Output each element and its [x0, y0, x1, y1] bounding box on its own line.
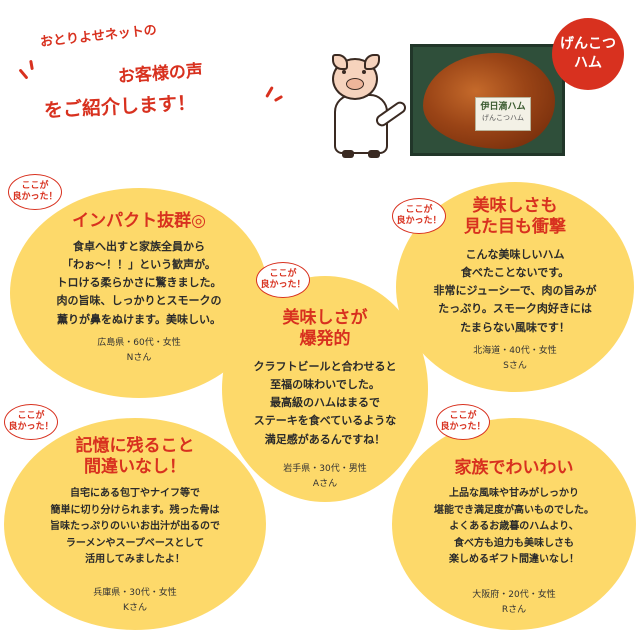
reviewer-name: Kさん: [123, 603, 147, 614]
review-title-line: 見た目も衝撃: [464, 217, 566, 238]
mascot-eye: [342, 70, 346, 74]
review-title: インパクト抜群◎: [72, 211, 206, 231]
review-line: 上品な風味や甘みがしっかり: [449, 488, 579, 499]
review-line: 「わぉ～！！」という歓声が。: [62, 258, 216, 272]
review-bubble: [4, 418, 266, 630]
review-title: 記憶に残ること 間違いなし！: [4, 436, 266, 479]
review-title: 家族でわいわい: [454, 458, 574, 478]
reviewer-info: 岩手県・30代・男性 Aさん: [222, 462, 428, 493]
reviewer-name: Sさん: [503, 361, 527, 372]
good-point-tag: ここが 良かった！: [256, 262, 310, 298]
review-line: 食べ方も迫力も美味しさも: [454, 537, 574, 549]
review-body: 上品な風味や甘みがしっかり 堪能でき満足度が高いものでした。 よくあるお歳暮のハ…: [392, 486, 636, 569]
product-label: 伊日滴ハム げんこつハム: [475, 97, 531, 131]
review-line: 旨味たっぷりのいいお出汁が出るので: [50, 521, 220, 532]
reviewer-info: 北海道・40代・女性 Sさん: [396, 344, 634, 375]
reviewer-info: 広島県・60代・女性 Nさん: [10, 336, 268, 367]
review-line: クラフトビールと合わせると: [253, 360, 397, 373]
review-body: クラフトビールと合わせると 至福の味わいでした。 最高級のハムはまるで ステーキ…: [222, 358, 428, 449]
reviewer-info: 大阪府・20代・女性 Rさん: [392, 588, 636, 619]
product-badge-line-2: ハム: [574, 55, 602, 71]
review-title-line: 美味しさも: [472, 196, 558, 216]
tag-line-1: ここが: [405, 205, 433, 216]
sparkle-icon: [18, 68, 29, 80]
review-body: 自宅にある包丁やナイフ等で 簡単に切り分けられます。残った骨は 旨味たっぷりのい…: [4, 486, 266, 569]
review-line: 自宅にある包丁やナイフ等で: [70, 488, 200, 499]
reviewer-profile: 兵庫県・30代・女性: [93, 588, 177, 598]
review-title: 美味しさが 爆発的: [222, 308, 428, 351]
review-line: こんな美味しいハム: [465, 248, 565, 261]
tag-line-1: ここが: [449, 411, 477, 422]
review-title-line: 記憶に残ること: [75, 436, 195, 456]
mascot-ear: [364, 54, 380, 70]
reviewer-profile: 岩手県・30代・男性: [283, 464, 367, 474]
review-line: たっぷり。スモーク肉好きには: [438, 302, 592, 316]
tag-line-1: ここが: [21, 181, 49, 192]
header-line-3: をご紹介します！: [43, 92, 197, 122]
product-badge-line-1: げんこつ: [560, 36, 616, 53]
review-body: こんな美味しいハム 食べたことないです。 非常にジューシーで、肉の旨みが たっぷ…: [396, 246, 634, 337]
reviewer-name: Aさん: [312, 479, 338, 490]
review-title-line: 間違いなし！: [84, 457, 186, 478]
review-line: 非常にジューシーで、肉の旨みが: [433, 284, 597, 298]
sparkle-icon: [273, 94, 284, 103]
sparkle-icon: [265, 86, 274, 98]
review-line: 堪能でき満足度が高いものでした。: [434, 504, 594, 516]
review-line: たまらない風味です！: [460, 320, 570, 334]
mascot-leg: [368, 150, 380, 158]
product-label-name: 伊日滴ハム: [480, 102, 526, 112]
reviewer-profile: 大阪府・20代・女性: [472, 590, 556, 600]
review-line: 最高級のハムはまるで: [270, 396, 380, 410]
reviewer-name: Nさん: [126, 353, 152, 364]
tag-line-2: 良かった！: [8, 422, 54, 432]
tag-line-2: 良かった！: [260, 280, 306, 290]
pig-mascot: [322, 50, 409, 160]
review-line: トロける柔らかさに驚きました。: [56, 276, 222, 290]
good-point-tag: ここが 良かった！: [392, 198, 446, 234]
product-image: 伊日滴ハム げんこつハム: [410, 44, 565, 156]
review-line: 食卓へ出すと家族全員から: [73, 240, 205, 253]
reviewer-info: 兵庫県・30代・女性 Kさん: [4, 586, 266, 617]
tag-line-1: ここが: [17, 411, 45, 422]
good-point-tag: ここが 良かった！: [8, 174, 62, 210]
review-line: 満足感があるんですね！: [264, 432, 386, 446]
review-bubble: [392, 418, 636, 630]
reviewer-profile: 広島県・60代・女性: [97, 338, 181, 348]
good-point-tag: ここが 良かった！: [436, 404, 490, 440]
tag-line-2: 良かった！: [396, 216, 442, 226]
mascot-leg: [342, 150, 354, 158]
review-line: 楽しめるギフト間違いなし！: [449, 554, 579, 565]
review-line: 簡単に切り分けられます。残った骨は: [50, 504, 220, 516]
reviewer-profile: 北海道・40代・女性: [473, 346, 557, 356]
review-line: 食べたことないです。: [460, 266, 570, 280]
header-line-1: おとりよせネットの: [39, 22, 158, 51]
header: おとりよせネットの お客様の声 をご紹介します！: [0, 0, 330, 140]
review-line: 至福の味わいでした。: [270, 378, 380, 392]
product-badge: げんこつ ハム: [552, 18, 624, 90]
product-label-sub: げんこつハム: [482, 113, 524, 122]
review-line: よくあるお歳暮のハムより、: [449, 521, 579, 532]
mascot-snout: [346, 78, 364, 90]
tag-line-2: 良かった！: [440, 422, 486, 432]
review-bubble: [222, 276, 428, 502]
review-line: 薫りが鼻をぬけます。美味しい。: [57, 312, 221, 326]
header-line-2: お客様の声: [117, 61, 204, 87]
mascot-ear: [332, 54, 348, 70]
good-point-tag: ここが 良かった！: [4, 404, 58, 440]
review-line: 活用してみましたよ！: [85, 554, 185, 565]
tag-line-1: ここが: [269, 269, 297, 280]
review-title-line: 爆発的: [299, 329, 351, 350]
review-line: 肉の旨味、しっかりとスモークの: [56, 294, 222, 308]
tag-line-2: 良かった！: [12, 192, 58, 202]
reviewer-name: Rさん: [501, 605, 527, 616]
sparkle-icon: [29, 59, 34, 71]
mascot-eye: [362, 70, 366, 74]
review-title: 美味しさも 見た目も衝撃: [396, 196, 634, 239]
review-line: ステーキを食べているような: [253, 414, 397, 428]
review-line: ラーメンやスープベースとして: [65, 537, 205, 549]
review-title-line: 美味しさが: [282, 308, 368, 328]
review-body: 食卓へ出すと家族全員から 「わぉ～！！」という歓声が。 トロける柔らかさに驚きま…: [10, 238, 268, 329]
